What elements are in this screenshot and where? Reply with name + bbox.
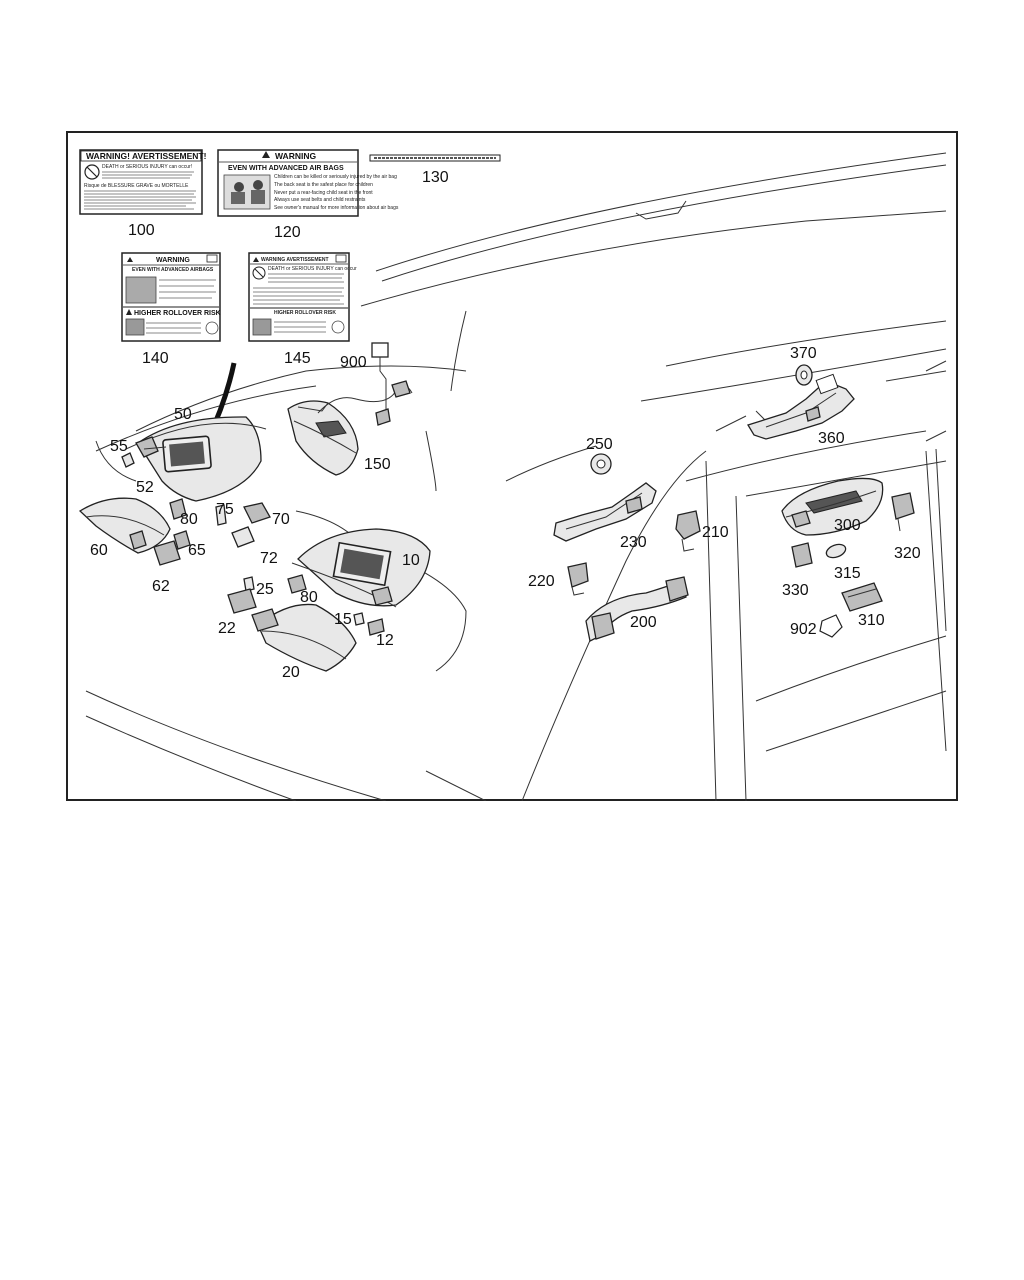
callout-52: 52 (136, 479, 154, 496)
callout-250: 250 (586, 436, 613, 453)
callout-320: 320 (894, 545, 921, 562)
sun-visor-50 (125, 416, 267, 502)
callout-80-upper: 80 (180, 511, 198, 528)
clip-320 (891, 492, 915, 532)
warning-label-145: WARNING AVERTISSEMENT DEATH or SERIOUS I… (248, 252, 357, 342)
clip-52 (121, 452, 135, 468)
callout-900: 900 (340, 354, 367, 371)
callout-22: 22 (218, 620, 236, 637)
label-120-sub: EVEN WITH ADVANCED AIR BAGS (228, 165, 344, 172)
clip-55 (135, 436, 167, 458)
fastener-25 (243, 576, 255, 592)
callout-72: 72 (260, 550, 278, 567)
callout-370: 370 (790, 345, 817, 362)
fastener-80-upper (169, 498, 187, 520)
callout-10: 10 (402, 552, 420, 569)
callout-330: 330 (782, 582, 809, 599)
callout-220: 220 (528, 573, 555, 590)
callout-15: 15 (334, 611, 352, 628)
label-120-header: WARNING (275, 151, 316, 161)
bracket-230 (553, 482, 657, 542)
vehicle-outline (85, 152, 947, 801)
clip-15 (353, 612, 365, 626)
label-140-rollover: HIGHER ROLLOVER RISK (134, 310, 221, 317)
callout-310: 310 (858, 612, 885, 629)
label-120-bullet-5: See owner's manual for more information … (274, 205, 399, 211)
callout-20: 20 (282, 664, 300, 681)
fastener-75 (215, 504, 227, 526)
wire-harness-900 (297, 342, 413, 426)
label-120-bullet-2: The back seat is the safest place for ch… (274, 182, 373, 188)
fastener-80-lower (287, 574, 307, 594)
label-120-bullet-3: Never put a rear-facing child seat in th… (274, 190, 373, 196)
warning-label-140: WARNING EVEN WITH ADVANCED AIRBAGS HIGHE… (121, 252, 221, 342)
label-902 (819, 614, 843, 638)
callout-80-lower: 80 (300, 589, 318, 606)
callout-100: 100 (128, 222, 155, 239)
callout-230: 230 (620, 534, 647, 551)
callout-902: 902 (790, 621, 817, 638)
callout-25: 25 (256, 581, 274, 598)
callout-62: 62 (152, 578, 170, 595)
label-120-bullet-4: Always use seat belts and child restrain… (274, 197, 366, 203)
warning-label-100: WARNING! AVERTISSEMENT! DEATH or SERIOUS… (79, 149, 207, 215)
callout-140: 140 (142, 350, 169, 367)
bracket-72 (231, 526, 255, 548)
callout-numbers: 100 120 130 140 145 900 150 50 55 52 80 … (90, 169, 921, 681)
callout-210: 210 (702, 524, 729, 541)
callout-145: 145 (284, 350, 311, 367)
warning-label-120: WARNING EVEN WITH ADVANCED AIR BAGS Chil… (217, 149, 399, 217)
bracket-22 (227, 588, 257, 614)
callout-65: 65 (188, 542, 206, 559)
grommet-370 (795, 364, 813, 386)
parts-diagram: WARNING! AVERTISSEMENT! DEATH or SERIOUS… (78, 149, 947, 801)
bracket-62 (153, 540, 181, 566)
warning-label-130 (369, 154, 501, 162)
clip-330 (791, 542, 813, 568)
callout-75: 75 (216, 501, 234, 518)
sun-visor-20 (251, 603, 357, 672)
grommet-250 (590, 453, 612, 475)
label-100-header: WARNING! AVERTISSEMENT! (86, 151, 207, 161)
clip-220 (567, 562, 589, 596)
callout-70: 70 (272, 511, 290, 528)
callout-360: 360 (818, 430, 845, 447)
callout-315: 315 (834, 565, 861, 582)
label-145-line-1: DEATH or SERIOUS INJURY can occur (268, 266, 357, 272)
sun-visor-60 (78, 497, 171, 554)
clip-12 (367, 618, 385, 636)
overhead-console-150 (287, 400, 359, 476)
fastener-65 (173, 530, 191, 550)
bracket-70 (243, 502, 271, 524)
grab-handle-200 (585, 576, 689, 642)
bulb-315 (825, 543, 847, 559)
callout-55: 55 (110, 438, 128, 455)
overhead-console-300 (781, 477, 884, 536)
label-140-header: WARNING (156, 257, 190, 264)
callout-200: 200 (630, 614, 657, 631)
label-120-bullet-1: Children can be killed or seriously inju… (274, 174, 397, 180)
callout-130: 130 (422, 169, 449, 186)
label-145-header: WARNING AVERTISSEMENT (261, 257, 329, 263)
label-100-line-2: Risque de BLESSURE GRAVE ou MORTELLE (84, 183, 189, 189)
clip-210 (675, 510, 701, 552)
label-100-line-1: DEATH or SERIOUS INJURY can occur! (102, 164, 192, 170)
sun-visor-10 (291, 528, 431, 608)
label-140-sub: EVEN WITH ADVANCED AIRBAGS (132, 267, 214, 273)
bracket-360 (747, 373, 855, 440)
callout-150: 150 (364, 456, 391, 473)
callout-60: 60 (90, 542, 108, 559)
callout-50: 50 (174, 406, 192, 423)
callout-120: 120 (274, 224, 301, 241)
callout-12: 12 (376, 632, 394, 649)
callout-300: 300 (834, 517, 861, 534)
switch-310 (841, 582, 883, 612)
label-145-rollover: HIGHER ROLLOVER RISK (274, 310, 336, 316)
